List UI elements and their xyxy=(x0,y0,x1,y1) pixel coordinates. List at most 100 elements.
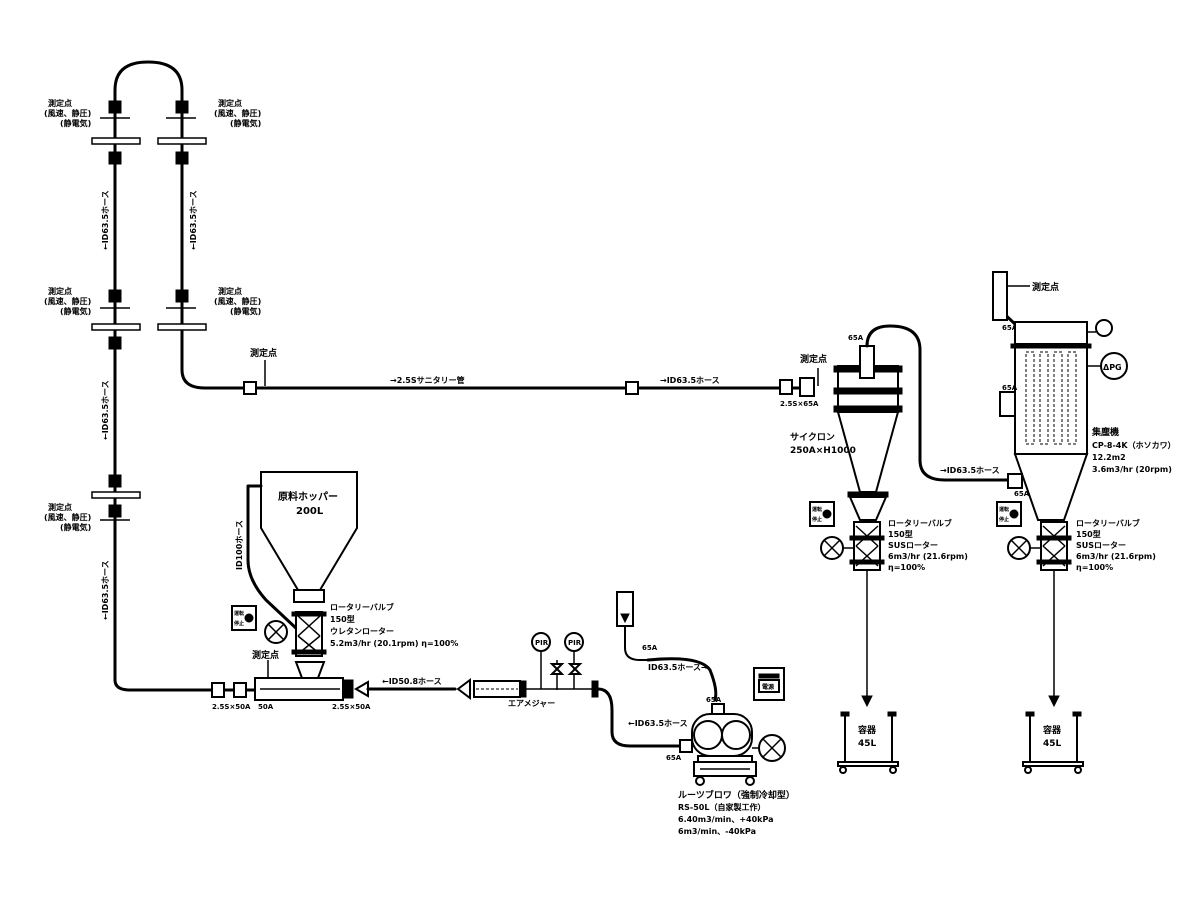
hose-cyclone-to-filter xyxy=(865,324,1012,482)
rv-spec: ロータリーバルブ xyxy=(1076,518,1140,528)
rotary-valve-flange xyxy=(849,559,885,565)
equipment-title: サイクロン xyxy=(790,432,835,443)
size-label: 65A xyxy=(1002,324,1018,332)
measure-point-note: (静電気) xyxy=(60,118,91,128)
switch-label: 運転 xyxy=(812,506,822,513)
sanitary-line: 測定点 →2.5Sサニタリー管 →ID63.5ホース 2.5S×65A xyxy=(243,347,819,408)
hopper-outlet xyxy=(293,589,325,603)
hose-label: ←ID63.5ホース xyxy=(189,190,198,250)
rotary-valve-hopper: 運転 停止 ロータリーバルブ 150型 ウレタンローター 5.2m3/hr (2… xyxy=(231,602,458,657)
size-label: 2.5S×65A xyxy=(780,400,819,408)
flange xyxy=(91,323,141,331)
rotary-valve-flange xyxy=(849,535,885,541)
size-label: 65A xyxy=(706,696,722,704)
size-label: 65A xyxy=(848,334,864,342)
hose-label: ←ID50.8ホース xyxy=(382,677,442,686)
pipe-bottom-horizontal xyxy=(113,678,257,692)
measure-point-note: (風速、静圧) xyxy=(214,108,261,118)
container-label: 容器 xyxy=(1042,724,1062,736)
air-meter-label: エアメジャー xyxy=(508,699,555,708)
measure-point-note: (風速、静圧) xyxy=(214,296,261,306)
hopper-volume: 200L xyxy=(296,506,324,517)
container-body xyxy=(1029,712,1078,763)
measure-point-note: (静電気) xyxy=(60,522,91,532)
silencer-pipe xyxy=(624,626,648,661)
measure-point-label: 測定点 xyxy=(1032,281,1059,293)
equipment-spec: 12.2m2 xyxy=(1092,453,1126,462)
flange xyxy=(91,137,141,145)
filter-inlet xyxy=(1007,473,1023,489)
container-body xyxy=(844,712,893,763)
rv-spec: η=100% xyxy=(888,563,925,572)
dp-gauge-label: ΔPG xyxy=(1103,363,1122,372)
vertical-hose-labels: ←ID63.5ホース ←ID63.5ホース ←ID63.5ホース ←ID63.5… xyxy=(101,190,198,620)
cyclone-flange xyxy=(833,387,903,395)
container-right: 容器 45L xyxy=(1022,711,1084,774)
rv-spec: SUSローター xyxy=(888,540,938,550)
hose-label: →ID63.5ホース xyxy=(940,466,1000,475)
air-meter: エアメジャー PIR PIR xyxy=(456,632,599,708)
switch-box xyxy=(996,501,1022,527)
fitting-box xyxy=(108,151,122,165)
measure-point-note: (風速、静圧) xyxy=(44,512,91,522)
hose-label: ←ID63.5ホース xyxy=(101,560,110,620)
hopper-body xyxy=(260,471,358,591)
fitting-box xyxy=(175,289,189,303)
pipe-label: →ID63.5ホース xyxy=(660,376,720,385)
rv-spec: ロータリーバルブ xyxy=(330,602,394,612)
feed-chute xyxy=(294,661,326,679)
cyclone-hopper xyxy=(848,496,888,521)
switch-label: 停止 xyxy=(999,516,1009,523)
valve-icon xyxy=(567,663,583,675)
fitting-box xyxy=(625,381,639,395)
fitting-box xyxy=(108,504,122,518)
control-box: 電源 xyxy=(753,667,785,701)
measure-point-label: 測定点 xyxy=(218,286,242,296)
filter-cone xyxy=(1013,453,1089,521)
blower-rotor xyxy=(693,720,723,750)
size-label: 2.5S×50A xyxy=(212,703,251,711)
rv-spec: 150型 xyxy=(1076,529,1101,539)
size-label: 65A xyxy=(642,644,658,652)
fitting-box xyxy=(108,100,122,114)
measure-point-note: (風速、静圧) xyxy=(44,296,91,306)
fitting-box xyxy=(108,336,122,350)
hose-label: ←ID63.5ホース xyxy=(628,719,688,728)
rv-spec: SUSローター xyxy=(1076,540,1126,550)
raw-material-hopper: 原料ホッパー 200L ID100ホース xyxy=(235,471,358,632)
rotary-valve-filter: 運転 停止 ロータリーバルブ 150型 SUSローター 6m3/hr (21.6… xyxy=(996,501,1156,708)
hopper-title: 原料ホッパー xyxy=(278,490,338,503)
rv-spec: 6m3/hr (21.6rpm) xyxy=(888,552,968,561)
measure-point-label: 測定点 xyxy=(252,649,279,661)
blower-rotor xyxy=(721,720,751,750)
size-label: 65A xyxy=(666,754,682,762)
pressure-gauge-icon xyxy=(1095,319,1113,337)
fitting-box xyxy=(175,100,189,114)
hose-blower-to-ejector xyxy=(596,687,682,748)
switch-indicator xyxy=(244,613,254,623)
switch-label: 運転 xyxy=(999,506,1009,513)
fitting-box xyxy=(799,377,815,397)
flange xyxy=(91,491,141,499)
roots-blower: 65A ルーツブロワ（強制冷却型） RS-50L（自家製工作） 6.40m3/m… xyxy=(678,696,795,836)
equipment-spec: 6m3/min、-40kPa xyxy=(678,827,756,836)
filter-head xyxy=(1014,321,1088,345)
switch-label: 運転 xyxy=(234,610,244,617)
rv-spec: 150型 xyxy=(888,529,913,539)
measure-point-label: 測定点 xyxy=(250,347,277,359)
fitting-box xyxy=(175,151,189,165)
blower-inlet xyxy=(711,703,725,715)
switch-label: 停止 xyxy=(234,620,244,627)
measure-point-label: 測定点 xyxy=(48,98,72,108)
valve-icon xyxy=(549,663,565,675)
loop-measure-labels: 測定点 (風速、静圧) (静電気) 測定点 (風速、静圧) (静電気) 測定点 … xyxy=(44,98,261,532)
instrument-label: PIR xyxy=(568,639,582,647)
container-volume: 45L xyxy=(1043,739,1062,749)
exhaust-duct xyxy=(992,271,1008,321)
size-label: 50A xyxy=(258,703,274,711)
equipment-spec: RS-50L（自家製工作） xyxy=(678,802,765,812)
container-volume: 45L xyxy=(858,739,877,749)
loop-flanges xyxy=(91,100,207,521)
cyclone: 測定点 65A サイクロン 250A×H1000 xyxy=(790,334,903,521)
